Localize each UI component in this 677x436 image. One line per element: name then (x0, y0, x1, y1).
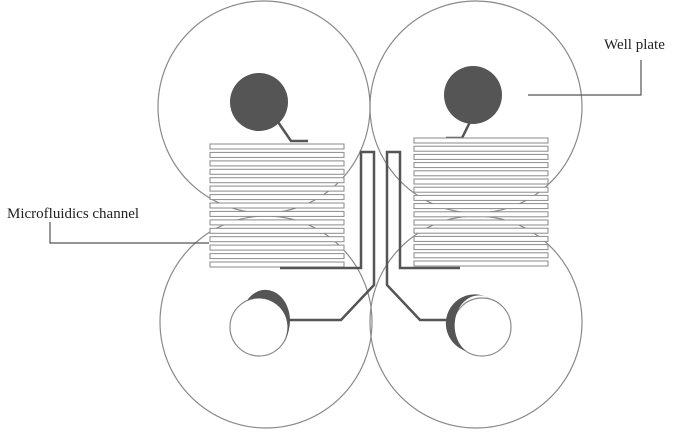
well-plate-leader (528, 60, 642, 96)
serpentine-segment-left (209, 194, 345, 201)
microfluidics-channel-label: Microfluidics channel (7, 206, 139, 222)
serpentine-segment-right (413, 162, 549, 169)
serpentine-segment-right (413, 244, 549, 251)
serpentine-segment-right (413, 170, 549, 177)
serpentine-segment-left (209, 244, 345, 251)
bottom-reservoirs (229, 289, 512, 357)
serpentine-segment-left (209, 143, 345, 150)
serpentine-segment-right (413, 219, 549, 226)
serpentine-segment-right (413, 194, 549, 201)
serpentine-channel-left (209, 143, 345, 268)
serpentine-segment-left (209, 160, 345, 167)
serpentine-segment-right (413, 137, 549, 144)
crescent-bottom-right (445, 294, 492, 351)
serpentine-segment-left (209, 253, 345, 260)
well-plate-label: Well plate (604, 37, 665, 53)
serpentine-segment-left (209, 236, 345, 243)
serpentine-segment-left (209, 202, 345, 209)
serpentine-segment-right (413, 145, 549, 152)
serpentine-segment-left (209, 227, 345, 234)
serpentine-segment-left (209, 177, 345, 184)
central-channels (280, 150, 460, 322)
serpentine-segment-left (209, 151, 345, 158)
serpentine-segment-right (413, 252, 549, 259)
central-channel-right (385, 150, 460, 322)
central-channel-left (280, 150, 376, 322)
reservoir-lead-top-left (276, 121, 308, 143)
serpentine-segment-right (413, 203, 549, 210)
serpentine-segment-left (209, 219, 345, 226)
reservoir-top-left (230, 73, 288, 131)
serpentine-segment-left (209, 210, 345, 217)
leader-lines (49, 60, 642, 244)
serpentine-segment-right (413, 211, 549, 218)
serpentine-segment-right (413, 153, 549, 160)
serpentine-segment-left (209, 185, 345, 192)
serpentine-segment-right (413, 235, 549, 242)
serpentine-channel-right (413, 137, 549, 267)
serpentine-segment-left (209, 168, 345, 175)
reservoir-top-right (444, 66, 502, 124)
crescent-bottom-left (247, 289, 290, 341)
serpentine-segment-right (413, 178, 549, 185)
serpentine-segment-right (413, 260, 549, 267)
serpentine-segment-left (209, 261, 345, 268)
serpentine-segment-right (413, 186, 549, 193)
serpentine-segment-right (413, 227, 549, 234)
microfluidics-leader (49, 222, 209, 244)
